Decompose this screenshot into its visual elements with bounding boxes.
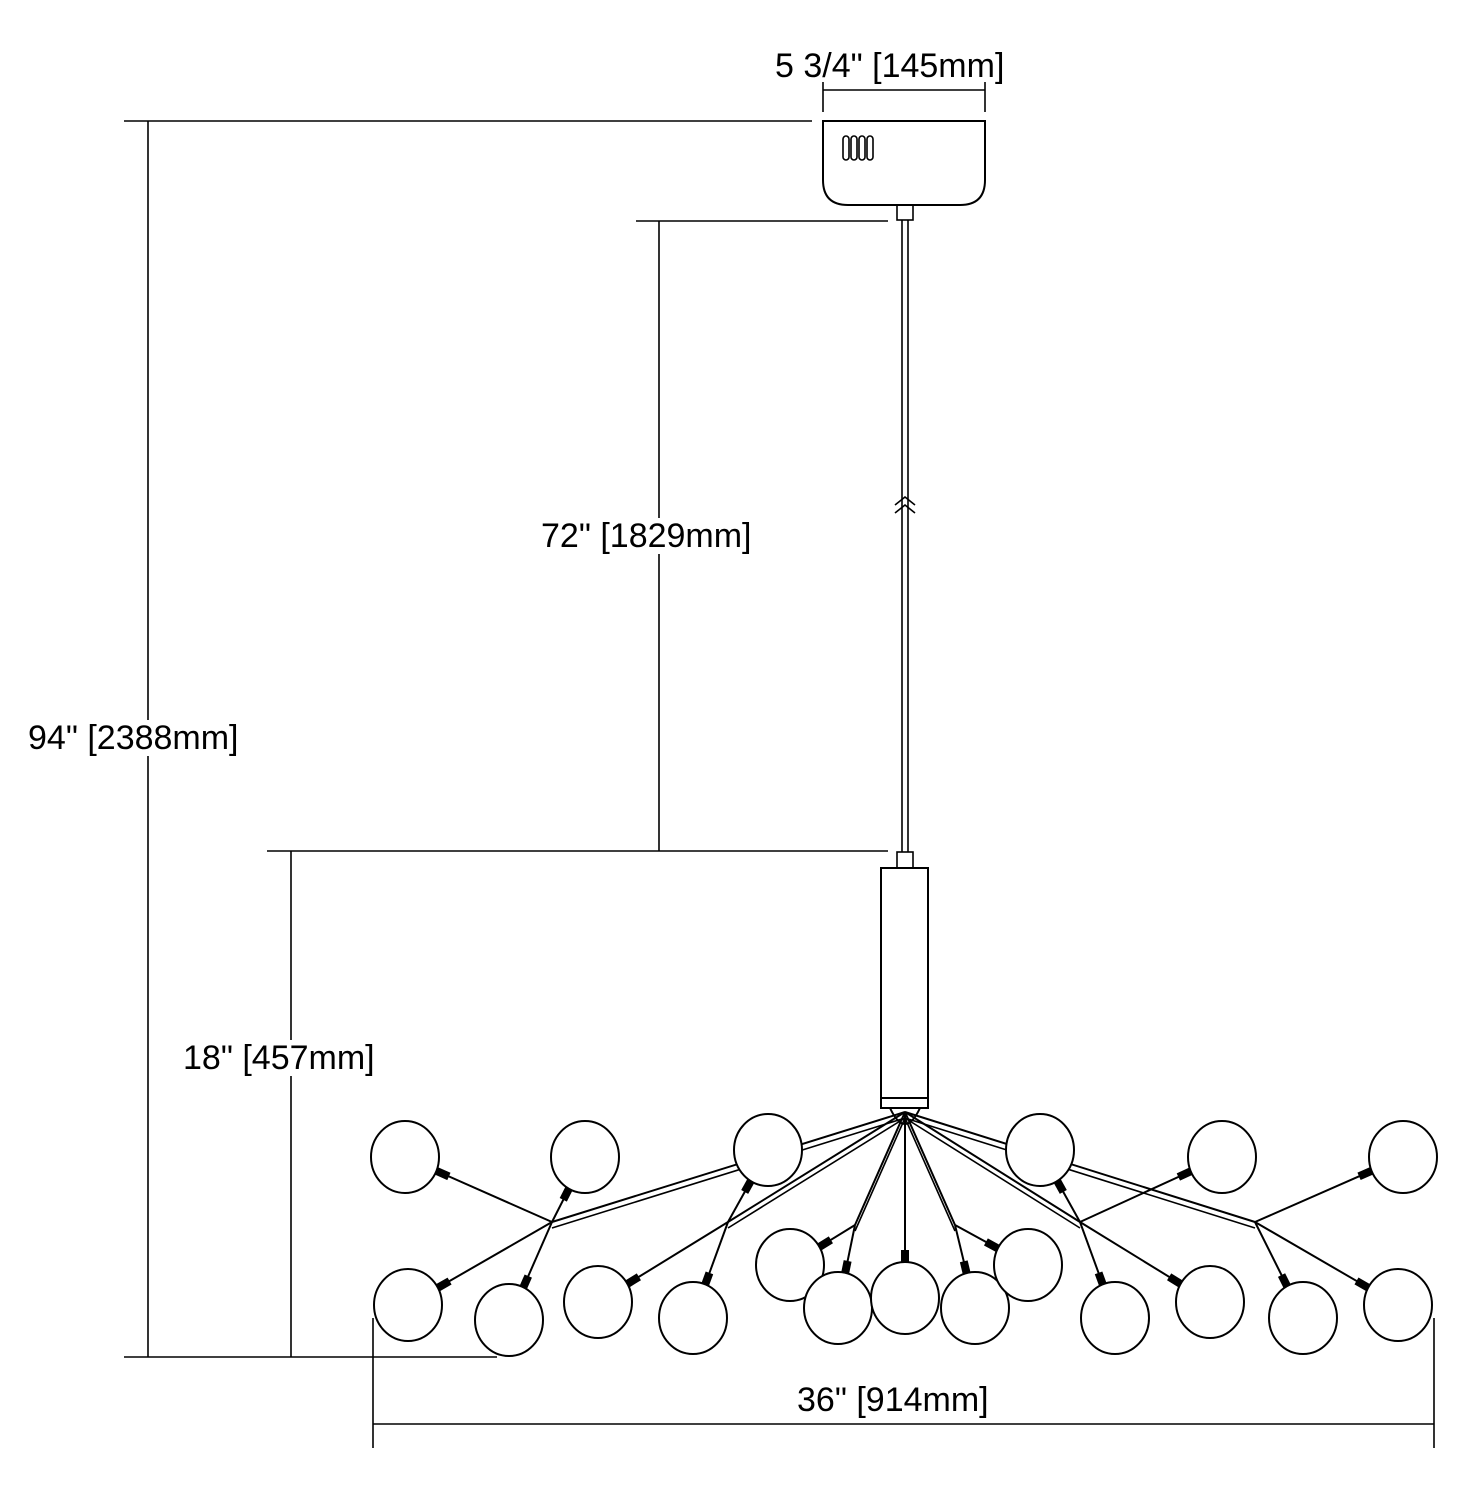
canopy — [822, 120, 986, 221]
globe-stem — [435, 1169, 553, 1223]
globe-bulb — [1080, 1281, 1150, 1355]
fixture-body — [880, 867, 929, 1125]
cable-length-label: 72" [1829mm] — [541, 517, 752, 555]
globe-bulb — [474, 1283, 544, 1357]
globe-bulb — [658, 1281, 728, 1355]
globe-socket — [1354, 1277, 1371, 1292]
globe-bulb — [370, 1120, 440, 1194]
branch-arm-edge — [904, 1117, 956, 1232]
globe-bulb — [373, 1268, 443, 1342]
globe-socket — [624, 1273, 641, 1288]
branch-arm — [904, 1111, 1081, 1223]
globe-bulb — [733, 1113, 803, 1187]
globe-bulb — [870, 1261, 940, 1335]
branch-arm-edge — [904, 1117, 1081, 1229]
branch-arm-edge — [727, 1117, 906, 1229]
fixture-width-label: 36" [914mm] — [797, 1381, 989, 1419]
globe-bulb — [940, 1271, 1010, 1345]
cable — [894, 220, 916, 869]
globe-stem — [626, 1221, 729, 1286]
globe-bulb — [563, 1265, 633, 1339]
globe-socket — [1176, 1167, 1193, 1181]
globe-bulb — [1363, 1268, 1433, 1342]
branch-arm-edge — [904, 1117, 1256, 1229]
globe-bulb — [1005, 1113, 1075, 1187]
globe-bulb — [755, 1228, 825, 1302]
globe-stem — [1254, 1169, 1373, 1223]
globe-bulb — [1268, 1281, 1338, 1355]
globe-socket — [434, 1167, 451, 1181]
branch-arm-edge — [854, 1117, 906, 1232]
globe-stem — [436, 1221, 553, 1289]
globe-socket — [1167, 1273, 1184, 1288]
globe-socket — [816, 1236, 833, 1251]
branch-arm — [904, 1111, 1256, 1223]
branch-arm — [727, 1111, 906, 1223]
globe-stem — [1079, 1221, 1182, 1286]
globe-socket — [1357, 1167, 1374, 1180]
fixture-height-label: 18" [457mm] — [183, 1039, 375, 1077]
globe-bulb — [1187, 1120, 1257, 1194]
branch-arm — [551, 1111, 906, 1223]
canopy-width-label: 5 3/4" [145mm] — [775, 47, 1005, 85]
branch-arm — [904, 1111, 956, 1226]
globes — [370, 1113, 1438, 1357]
branch-arm — [854, 1111, 906, 1226]
globe-bulb — [1368, 1120, 1438, 1194]
globe-stem — [1079, 1170, 1192, 1223]
globe-bulb — [550, 1120, 620, 1194]
branches — [434, 1111, 1374, 1292]
globe-socket — [435, 1277, 452, 1292]
overall-height-label: 94" [2388mm] — [28, 719, 239, 757]
globe-stem — [1254, 1221, 1370, 1289]
globe-bulb — [803, 1271, 873, 1345]
globe-bulb — [1175, 1265, 1245, 1339]
globe-bulb — [993, 1228, 1063, 1302]
globe-socket — [983, 1238, 1001, 1253]
branch-arm-edge — [551, 1117, 906, 1229]
